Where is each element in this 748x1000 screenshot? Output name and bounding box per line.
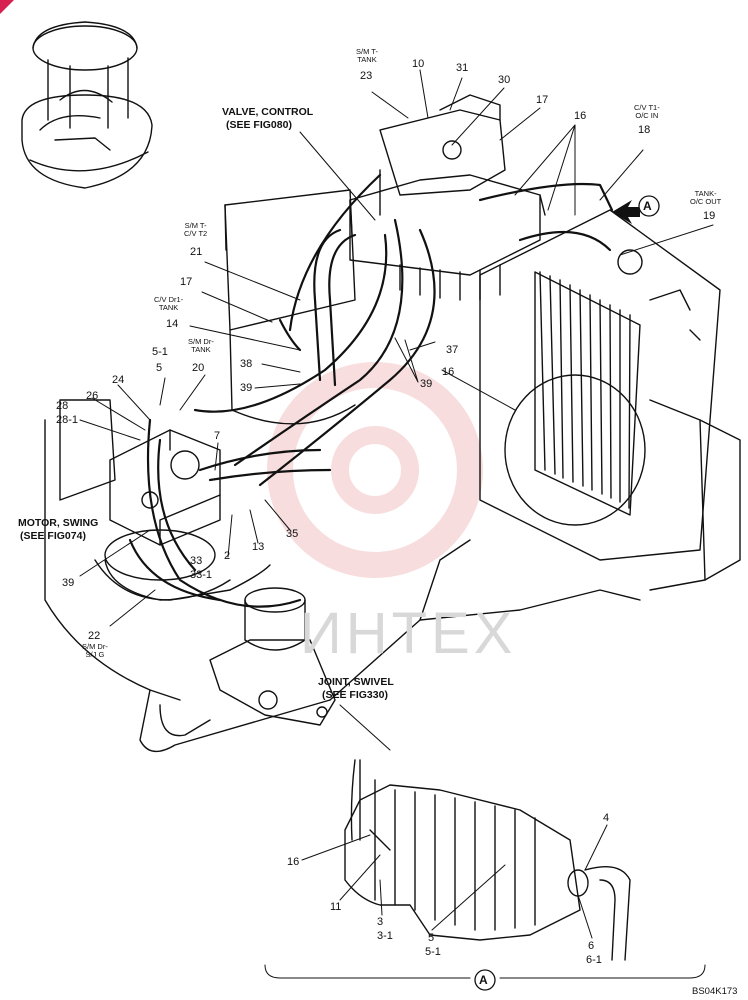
detail-a-bracket [264,964,706,979]
part-number: 4 [603,812,610,824]
circle-a-icon [638,195,660,217]
part-number: 3 [377,916,384,928]
document-id: BS04K173 [692,986,738,997]
part-number: 28 [56,400,69,412]
callout-motor-swing-ref: (SEE FIG074) [20,530,86,542]
part-number: 7 [214,430,221,442]
hose-label-sm-t-tank: S/M T-TANK [356,47,378,64]
part-number: 39 [420,378,433,390]
part-number: 16 [574,110,587,122]
view-marker-a: A [643,199,652,213]
part-number: 14 [166,318,179,330]
part-number: 6 [588,940,595,952]
part-number: 26 [86,390,99,402]
hose-label-cv-dr1-tank: C/V Dr1-TANK [154,295,184,312]
part-number: 16 [287,856,300,868]
part-number: 37 [446,344,459,356]
circle-a-icon [474,969,496,991]
callout-valve-control-ref: (SEE FIG080) [226,119,292,131]
hoses [128,173,614,608]
part-number: 35 [286,528,299,540]
callout-joint-swivel: JOINT, SWIVEL [318,676,394,688]
oil-cooler [479,209,721,561]
part-number: 5-1 [152,346,168,358]
part-number: 3-1 [377,930,393,942]
part-number: 24 [112,374,125,386]
part-number: 11 [330,901,342,913]
upper-frame [44,189,741,753]
callout-motor-swing: MOTOR, SWING [18,517,99,529]
callout-valve-control: VALVE, CONTROL [222,106,314,118]
part-number: 19 [703,210,716,222]
leader-lines [79,69,714,939]
part-number: 38 [240,358,253,370]
part-number: 13 [252,541,265,553]
control-valve-block [349,94,546,301]
watermark-text: ИНТЕХ [300,601,517,666]
part-number: 2 [224,550,231,562]
part-number: 33-1 [190,569,213,581]
part-number: 28-1 [56,414,79,426]
part-number: 10 [412,58,425,70]
part-number: 16 [442,366,455,378]
swivel-joint [209,564,336,726]
part-number: 33 [190,555,203,567]
corner-mark-icon [0,0,14,14]
view-marker-a-detail: A [479,973,488,987]
part-number: 20 [192,362,205,374]
part-number: 39 [62,577,75,589]
part-number: 5-1 [425,946,441,958]
hose-label-sm-dr-tank: S/M Dr-TANK [188,337,214,354]
part-number: 5 [156,362,163,374]
part-number: 18 [638,124,651,136]
part-number: 39 [240,382,253,394]
part-number: 22 [88,630,101,642]
part-number: 30 [498,74,511,86]
part-number: 6-1 [586,954,602,966]
hose-label-tank-oc-out: TANK-O/C OUT [690,189,722,206]
part-number: 31 [456,62,469,74]
part-number: 23 [360,70,373,82]
hose-label-sm-t-cv-t2: S/M T-C/V T2 [184,221,208,238]
part-number: 17 [180,276,193,288]
swing-motor [104,429,231,601]
hose-label-sm-dr-sjg: S/M Dr-S/J G [82,642,108,659]
arrow-pointer-icon [612,200,640,224]
part-number: 17 [536,94,549,106]
part-number: 5 [428,932,435,944]
callout-joint-swivel-ref: (SEE FIG330) [322,689,388,701]
hose-label-cv-t1-oc-in: C/V T1-O/C IN [634,103,660,120]
machine-thumbnail [21,21,153,189]
part-number: 21 [190,246,203,258]
